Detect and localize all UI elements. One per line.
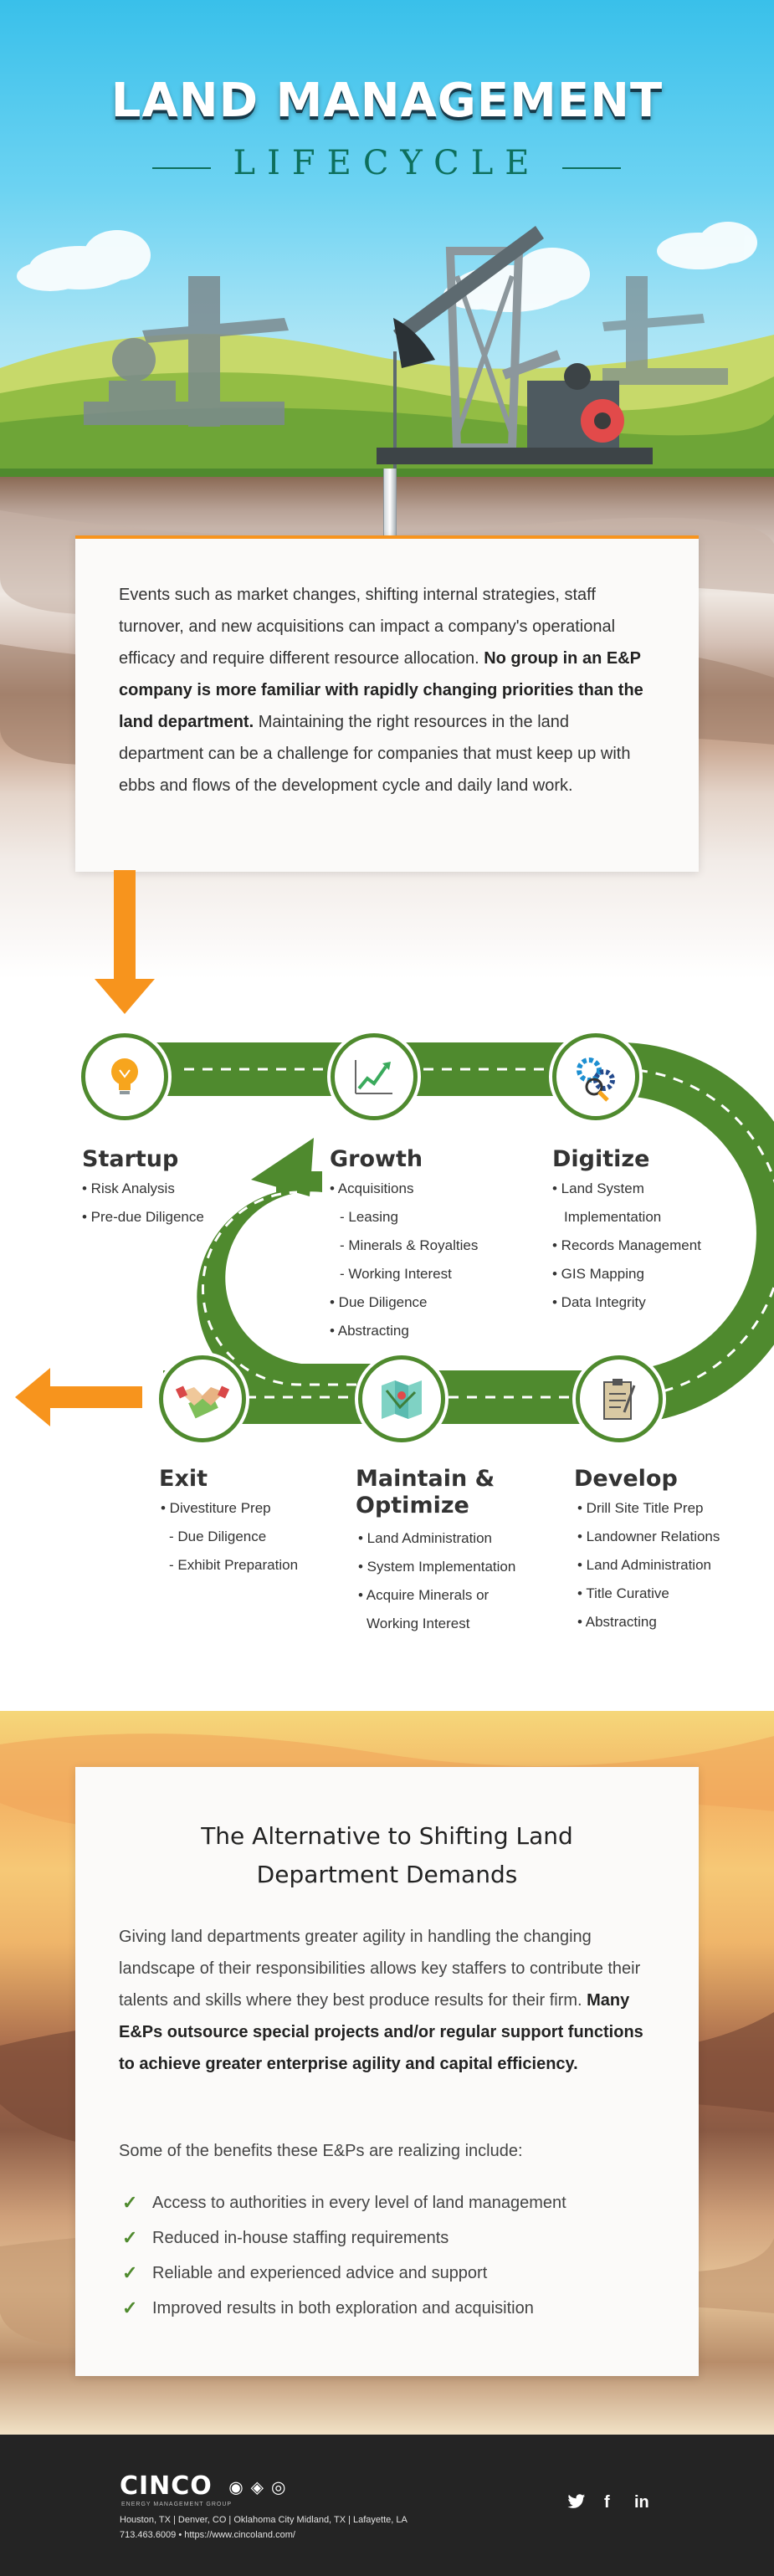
intro-text-bold: No group in an E&P company is more famil… — [119, 649, 643, 731]
stage-item: - Minerals & Royalties — [340, 1237, 479, 1253]
stage-item: • GIS Mapping — [552, 1266, 644, 1282]
stage-list-exit: • Divestiture Prep - Due Diligence - Exh… — [161, 1494, 298, 1580]
handshake-money-icon — [176, 1385, 229, 1419]
alternative-text-start: Giving land departments greater agility … — [119, 1928, 641, 2010]
footer: CINCO ◉ ◈ ◎ ENERGY MANAGEMENT GROUP Hous… — [0, 2435, 774, 2576]
stage-title-growth: Growth — [330, 1146, 423, 1172]
stage-item: • Land Administration — [358, 1530, 492, 1546]
intro-text-end: Maintaining the right resources in the l… — [119, 713, 631, 795]
stage-item: • Abstracting — [577, 1614, 657, 1630]
stage-item: • Drill Site Title Prep — [577, 1500, 704, 1516]
alternative-title-line1: The Alternative to Shifting Land — [201, 1822, 573, 1850]
stage-title-maintain-line1: Maintain & — [356, 1466, 495, 1492]
intro-card: Events such as market changes, shifting … — [75, 535, 699, 872]
stage-title-maintain: Maintain & Optimize — [356, 1466, 495, 1519]
stage-item: • Acquire Minerals or — [358, 1587, 490, 1603]
check-icon: ✓ — [122, 2192, 138, 2213]
growth-chart-icon — [355, 1060, 392, 1094]
stage-title-develop: Develop — [574, 1466, 678, 1492]
alternative-text-bold: Many E&Ps outsource special projects and… — [119, 1991, 643, 2073]
stage-title-exit: Exit — [159, 1466, 208, 1492]
alternative-title: The Alternative to Shifting Land Departm… — [75, 1817, 699, 1894]
intro-text-start: Events such as market changes, shifting … — [119, 586, 616, 668]
stage-item: • Acquisitions — [330, 1180, 414, 1196]
linkedin-icon[interactable]: in — [634, 2493, 649, 2512]
stage-item: • Pre-due Diligence — [82, 1209, 204, 1225]
stage-item: • Land Administration — [577, 1557, 711, 1573]
digitize-icon-circle — [552, 1033, 639, 1120]
stage-item: • Risk Analysis — [82, 1180, 175, 1196]
benefit-item: ✓ Reliable and experienced advice and sup… — [119, 2256, 566, 2291]
alternative-paragraph: Giving land departments greater agility … — [119, 1921, 663, 2080]
clipboard-icon — [603, 1379, 636, 1420]
twitter-icon[interactable] — [567, 2493, 586, 2515]
orange-left-arrow — [15, 1368, 142, 1426]
footer-locations: Houston, TX | Denver, CO | Oklahoma City… — [120, 2515, 408, 2525]
stage-item: - Working Interest — [340, 1266, 452, 1282]
hero-section: LAND MANAGEMENT LIFECYCLE — [0, 0, 774, 477]
benefit-text: Reduced in-house staffing requirements — [152, 2229, 449, 2247]
benefits-lead: Some of the benefits these E&Ps are real… — [119, 2142, 523, 2160]
subtitle-rule-left — [152, 167, 211, 169]
stage-item: - Due Diligence — [169, 1529, 267, 1544]
stage-list-develop: • Drill Site Title Prep • Landowner Rela… — [577, 1494, 720, 1636]
stage-list-growth: • Acquisitions - Leasing - Minerals & Ro… — [330, 1175, 478, 1345]
map-icon — [382, 1380, 422, 1419]
check-icon: ✓ — [122, 2297, 138, 2318]
facebook-icon[interactable]: f — [604, 2493, 610, 2512]
stage-item: • System Implementation — [358, 1559, 516, 1575]
brand-glyph-icon: ◉ ◈ ◎ — [222, 2476, 287, 2497]
stage-item: • Data Integrity — [552, 1294, 646, 1310]
benefit-item: ✓ Access to authorities in every level of… — [119, 2185, 566, 2220]
stage-item: • Abstracting — [330, 1323, 409, 1339]
maintain-icon-circle — [358, 1355, 445, 1442]
alternative-card: The Alternative to Shifting Land Departm… — [75, 1767, 699, 2376]
brand-logo[interactable]: CINCO ◉ ◈ ◎ — [120, 2471, 286, 2501]
benefit-text: Reliable and experienced advice and supp… — [152, 2264, 488, 2282]
stage-item: Implementation — [564, 1209, 662, 1225]
subtitle-wrap: LIFECYCLE — [0, 144, 774, 186]
subtitle-rule-right — [562, 167, 621, 169]
benefits-list: ✓ Access to authorities in every level of… — [119, 2185, 566, 2326]
benefit-text: Access to authorities in every level of … — [152, 2194, 566, 2212]
alternative-title-line2: Department Demands — [256, 1861, 518, 1888]
startup-icon-circle — [81, 1033, 168, 1120]
stage-item: • Landowner Relations — [577, 1529, 720, 1544]
stage-item: • Records Management — [552, 1237, 701, 1253]
stage-title-startup: Startup — [82, 1146, 179, 1172]
stage-item: - Leasing — [340, 1209, 398, 1225]
stage-list-startup: • Risk Analysis • Pre-due Diligence — [82, 1175, 204, 1232]
stage-item: • Divestiture Prep — [161, 1500, 271, 1516]
check-icon: ✓ — [122, 2262, 138, 2283]
page-title: LAND MANAGEMENT — [110, 74, 664, 128]
benefit-item: ✓ Improved results in both exploration an… — [119, 2291, 566, 2326]
brand-tagline: ENERGY MANAGEMENT GROUP — [121, 2502, 233, 2507]
hero-scene — [0, 222, 774, 477]
page-subtitle: LIFECYCLE — [233, 144, 541, 182]
stage-item: • Due Diligence — [330, 1294, 428, 1310]
benefit-item: ✓ Reduced in-house staffing requirements — [119, 2220, 566, 2256]
stage-item: • Title Curative — [577, 1585, 669, 1601]
growth-icon-circle — [331, 1033, 418, 1120]
gears-magnifier-icon — [577, 1058, 615, 1102]
intro-paragraph: Events such as market changes, shifting … — [119, 579, 654, 801]
stage-item: Working Interest — [366, 1616, 470, 1631]
brand-name: CINCO — [120, 2471, 213, 2501]
stage-item: • Land System — [552, 1180, 644, 1196]
stage-title-digitize: Digitize — [552, 1146, 650, 1172]
footer-contact[interactable]: 713.463.6009 • https://www.cincoland.com… — [120, 2530, 295, 2540]
orange-down-arrow — [95, 870, 155, 1014]
stage-item: - Exhibit Preparation — [169, 1557, 299, 1573]
lightbulb-icon — [111, 1058, 138, 1094]
stage-list-maintain: • Land Administration • System Implement… — [358, 1524, 515, 1638]
benefit-text: Improved results in both exploration and… — [152, 2299, 534, 2317]
stage-list-digitize: • Land System Implementation • Records M… — [552, 1175, 701, 1317]
check-icon: ✓ — [122, 2227, 138, 2248]
stage-title-maintain-line2: Optimize — [356, 1493, 469, 1518]
develop-icon-circle — [576, 1355, 663, 1442]
exit-icon-circle — [159, 1355, 246, 1442]
